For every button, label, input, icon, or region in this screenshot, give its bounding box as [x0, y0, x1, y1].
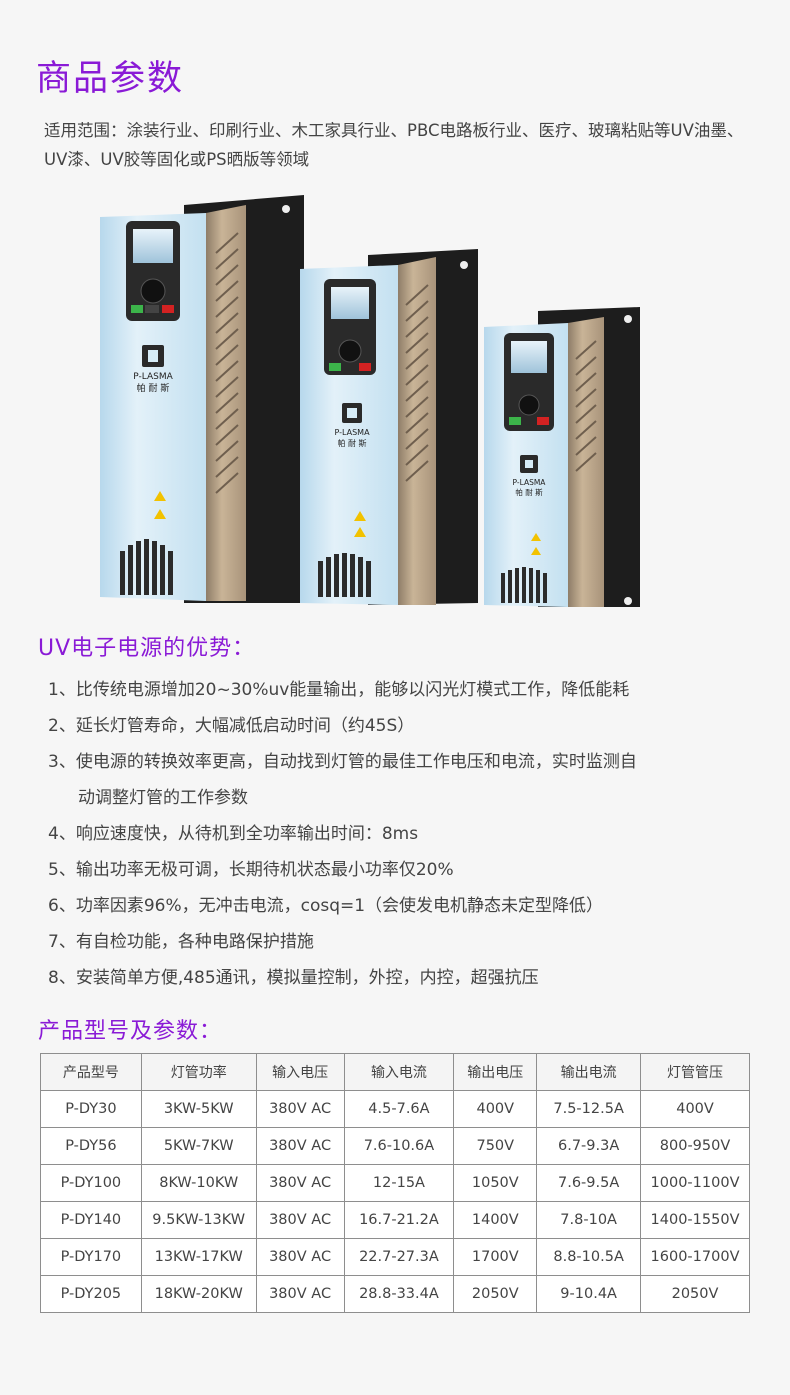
table-cell: 1050V: [453, 1164, 538, 1202]
table-cell: 750V: [453, 1127, 538, 1165]
table-cell: 9-10.4A: [536, 1275, 642, 1313]
table-cell: 1000-1100V: [640, 1164, 750, 1202]
table-cell: 22.7-27.3A: [343, 1238, 455, 1276]
table-row: P-DY56 5KW-7KW 380V AC 7.6-10.6A 750V 6.…: [40, 1127, 750, 1165]
advantage-item: 6、功率因素96%，无冲击电流，cosq=1（会使发电机静态未定型降低）: [48, 896, 604, 916]
spec-table-title: 产品型号及参数：: [38, 1019, 223, 1044]
advantage-item: 8、安装简单方便,485通讯，模拟量控制，外控，内控，超强抗压: [48, 968, 539, 988]
advantage-continuation-text: 动调整灯管的工作参数: [78, 788, 248, 808]
table-cell: P-DY30: [40, 1090, 142, 1128]
table-cell: 7.8-10A: [536, 1201, 642, 1239]
advantage-item: 2、延长灯管寿命，大幅减低启动时间（约45S）: [48, 716, 415, 736]
table-cell: P-DY100: [40, 1164, 142, 1202]
table-cell: 380V AC: [255, 1090, 345, 1128]
table-cell: 400V: [640, 1090, 750, 1128]
table-cell: 28.8-33.4A: [343, 1275, 455, 1313]
table-cell: P-DY170: [40, 1238, 142, 1276]
table-cell: 16.7-21.2A: [343, 1201, 455, 1239]
column-header: 灯管管压: [640, 1053, 750, 1091]
table-cell: 1700V: [453, 1238, 538, 1276]
table-cell: 380V AC: [255, 1201, 345, 1239]
table-cell: 18KW-20KW: [140, 1275, 257, 1313]
brand-cn-label-medium: 帕 耐 斯: [337, 438, 366, 448]
page-title: 商品参数: [36, 59, 185, 99]
table-row: P-DY170 13KW-17KW 380V AC 22.7-27.3A 170…: [40, 1238, 750, 1276]
table-cell: P-DY140: [40, 1201, 142, 1239]
brand-en-label: P-LASMA: [133, 372, 173, 382]
brand-en-label-small: P-LASMA: [513, 478, 547, 487]
table-cell: P-DY205: [40, 1275, 142, 1313]
advantage-item: 3、使电源的转换效率更高，自动找到灯管的最佳工作电压和电流，实时监测自: [48, 752, 637, 772]
table-cell: 7.6-9.5A: [536, 1164, 642, 1202]
power-unit-medium: P-LASMA 帕 耐 斯: [300, 249, 478, 605]
table-cell: 8KW-10KW: [140, 1164, 257, 1202]
table-cell: 1400-1550V: [640, 1201, 750, 1239]
advantages-title: UV电子电源的优势：: [38, 636, 256, 661]
table-cell: 12-15A: [343, 1164, 455, 1202]
table-cell: 9.5KW-13KW: [140, 1201, 257, 1239]
advantages-list: 1、比传统电源增加20~30%uv能量输出，能够以闪光灯模式工作，降低能耗 2、…: [48, 672, 768, 996]
table-cell: 800-950V: [640, 1127, 750, 1165]
table-row: P-DY100 8KW-10KW 380V AC 12-15A 1050V 7.…: [40, 1164, 750, 1202]
table-cell: 7.6-10.6A: [343, 1127, 455, 1165]
table-cell: 8.8-10.5A: [536, 1238, 642, 1276]
table-cell: 1600-1700V: [640, 1238, 750, 1276]
table-cell: 1400V: [453, 1201, 538, 1239]
advantage-item: 4、响应速度快，从待机到全功率输出时间：8ms: [48, 824, 419, 844]
table-cell: 3KW-5KW: [140, 1090, 257, 1128]
table-cell: 380V AC: [255, 1127, 345, 1165]
table-cell: 4.5-7.6A: [343, 1090, 455, 1128]
advantage-item: 5、输出功率无极可调，长期待机状态最小功率仅20%: [48, 860, 454, 880]
table-cell: 6.7-9.3A: [536, 1127, 642, 1165]
table-cell: 13KW-17KW: [140, 1238, 257, 1276]
table-cell: 380V AC: [255, 1275, 345, 1313]
table-cell: P-DY56: [40, 1127, 142, 1165]
brand-en-label-medium: P-LASMA: [334, 428, 370, 437]
column-header: 输出电压: [453, 1053, 538, 1091]
spec-table: 产品型号 灯管功率 输入电压 输入电流 输出电压 输出电流 灯管管压 P-DY3…: [40, 1053, 750, 1313]
table-row: P-DY140 9.5KW-13KW 380V AC 16.7-21.2A 14…: [40, 1201, 750, 1239]
advantage-item: 1、比传统电源增加20~30%uv能量输出，能够以闪光灯模式工作，降低能耗: [48, 680, 630, 700]
column-header: 输出电流: [536, 1053, 642, 1091]
table-row: P-DY30 3KW-5KW 380V AC 4.5-7.6A 400V 7.5…: [40, 1090, 750, 1128]
scope-description: 适用范围：涂装行业、印刷行业、木工家具行业、PBC电路板行业、医疗、玻璃粘贴等U…: [44, 121, 744, 169]
table-row: P-DY205 18KW-20KW 380V AC 28.8-33.4A 205…: [40, 1275, 750, 1313]
brand-cn-label: 帕 耐 斯: [137, 382, 170, 394]
product-image: P-LASMA 帕 耐 斯: [98, 193, 648, 613]
table-cell: 2050V: [453, 1275, 538, 1313]
column-header: 输入电流: [343, 1053, 455, 1091]
advantage-item-continuation: 动调整灯管的工作参数: [48, 780, 768, 816]
column-header: 灯管功率: [140, 1053, 257, 1091]
table-cell: 400V: [453, 1090, 538, 1128]
brand-cn-label-small: 帕 耐 斯: [515, 487, 543, 497]
power-unit-large: P-LASMA 帕 耐 斯: [100, 195, 304, 603]
advantage-item: 7、有自检功能，各种电路保护措施: [48, 932, 314, 952]
table-header-row: 产品型号 灯管功率 输入电压 输入电流 输出电压 输出电流 灯管管压: [40, 1053, 750, 1091]
column-header: 产品型号: [40, 1053, 142, 1091]
table-cell: 380V AC: [255, 1164, 345, 1202]
column-header: 输入电压: [255, 1053, 345, 1091]
table-cell: 380V AC: [255, 1238, 345, 1276]
table-cell: 7.5-12.5A: [536, 1090, 642, 1128]
table-cell: 2050V: [640, 1275, 750, 1313]
table-cell: 5KW-7KW: [140, 1127, 257, 1165]
power-unit-small: P-LASMA 帕 耐 斯: [484, 307, 640, 607]
